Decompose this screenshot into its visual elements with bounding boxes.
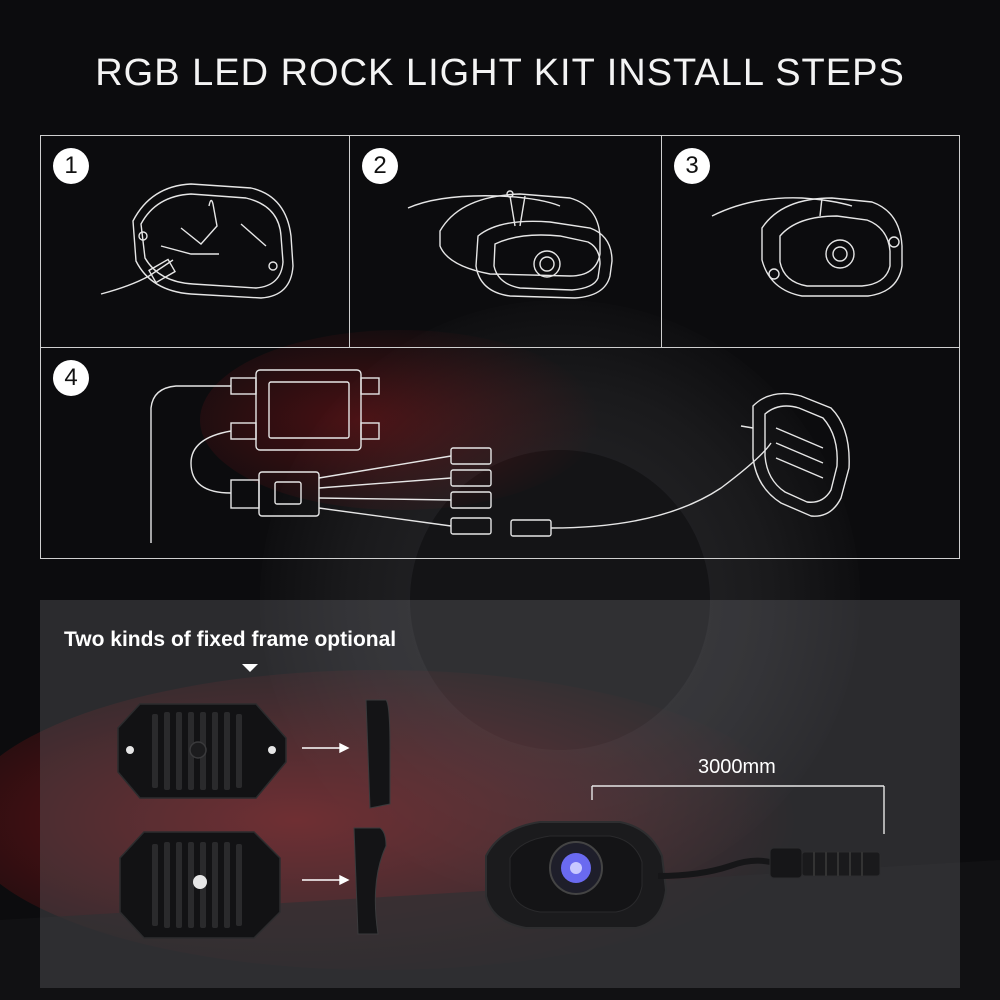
frame-section-title: Two kinds of fixed frame optional bbox=[64, 628, 397, 651]
step-2-panel: 2 bbox=[349, 135, 662, 348]
step-3-number: 3 bbox=[674, 148, 710, 184]
step-4-wiring-diagram bbox=[150, 369, 850, 543]
cable-length-dimension bbox=[591, 785, 885, 834]
plug-connector bbox=[769, 847, 803, 879]
frame-profile-1 bbox=[365, 699, 391, 809]
frame-type-2 bbox=[119, 831, 281, 939]
frame-type-1 bbox=[117, 703, 287, 799]
rock-light-product bbox=[485, 821, 881, 929]
frame-profile-2 bbox=[353, 827, 387, 935]
down-triangle-icon bbox=[242, 664, 258, 672]
fixed-frame-section: Two kinds of fixed frame optional bbox=[40, 600, 960, 988]
step-2-illustration bbox=[407, 190, 613, 299]
step-1-illustration bbox=[100, 183, 294, 299]
step-3-panel: 3 bbox=[661, 135, 960, 348]
frame-illustrations bbox=[117, 699, 885, 939]
cable-length-label: 3000mm bbox=[698, 756, 776, 778]
step-4-panel: 4 bbox=[40, 347, 960, 559]
page-title: RGB LED ROCK LIGHT KIT INSTALL STEPS bbox=[95, 52, 905, 94]
step-1-number: 1 bbox=[53, 148, 89, 184]
step-3-illustration bbox=[711, 197, 903, 297]
step-1-panel: 1 bbox=[40, 135, 350, 348]
step-4-number: 4 bbox=[53, 360, 89, 396]
step-2-number: 2 bbox=[362, 148, 398, 184]
